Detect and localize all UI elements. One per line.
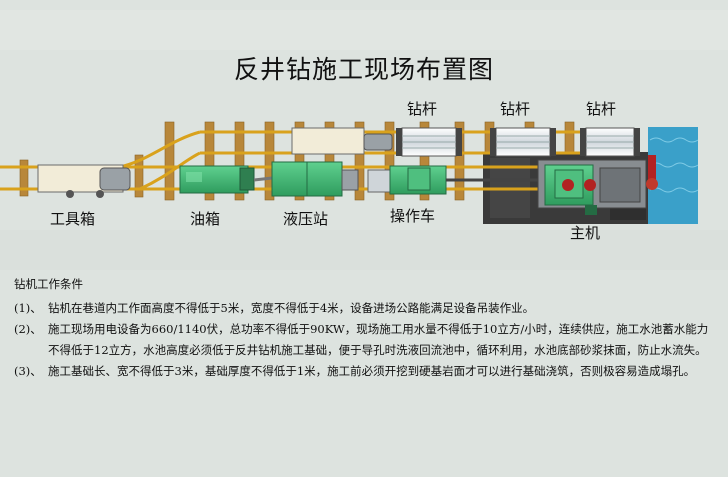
drill-rod-bundle-1 bbox=[396, 127, 462, 157]
oil-tank-label: 油箱 bbox=[190, 210, 221, 228]
notes-heading: 钻机工作条件 bbox=[14, 277, 83, 291]
note-item-3: (3)、 施工基础长、宽不得低于3米，基础厚度不得低于1米，施工前必须开挖到硬基… bbox=[14, 361, 714, 382]
hydraulic-station bbox=[271, 161, 359, 197]
note-item-1: (1)、 钻机在巷道内工作面高度不得低于5米，宽度不得低于4米，设备进场公路能满… bbox=[14, 298, 714, 319]
oil-tank-car bbox=[179, 165, 273, 194]
note-text: 钻机在巷道内工作面高度不得低于5米，宽度不得低于4米，设备进场公路能满足设备吊装… bbox=[48, 301, 535, 315]
note-number: (1)、 bbox=[14, 301, 42, 315]
drill-rod-bundle-3 bbox=[580, 127, 640, 157]
work-conditions-notes: 钻机工作条件 (1)、 钻机在巷道内工作面高度不得低于5米，宽度不得低于4米，设… bbox=[14, 274, 714, 382]
main-machine bbox=[537, 155, 658, 215]
operator-car bbox=[367, 165, 540, 195]
toolbox-car bbox=[37, 164, 131, 198]
drill-rod-label-3: 钻杆 bbox=[586, 100, 617, 118]
page-title: 反井钻施工现场布置图 bbox=[233, 55, 494, 84]
toolbox-label: 工具箱 bbox=[50, 210, 96, 228]
drill-rod-label-1: 钻杆 bbox=[407, 100, 438, 118]
drill-rod-label-2: 钻杆 bbox=[500, 100, 531, 118]
note-item-2: (2)、 施工现场用电设备为660/1140伏，总功率不得低于90KW，现场施工… bbox=[14, 319, 714, 361]
main-machine-label: 主机 bbox=[570, 224, 601, 242]
operator-car-label: 操作车 bbox=[390, 207, 436, 225]
drill-rod-carrier bbox=[291, 127, 393, 155]
hydraulic-station-label: 液压站 bbox=[283, 210, 329, 228]
note-number: (2)、 bbox=[14, 322, 42, 336]
note-text: 施工基础长、宽不得低于3米，基础厚度不得低于1米，施工前必须开挖到硬基岩面才可以… bbox=[48, 364, 696, 378]
note-number: (3)、 bbox=[14, 364, 42, 378]
drill-rod-bundle-2 bbox=[490, 127, 556, 157]
water-pool bbox=[648, 127, 699, 224]
note-text: 施工现场用电设备为660/1140伏，总功率不得低于90KW，现场施工用水量不得… bbox=[48, 322, 709, 357]
